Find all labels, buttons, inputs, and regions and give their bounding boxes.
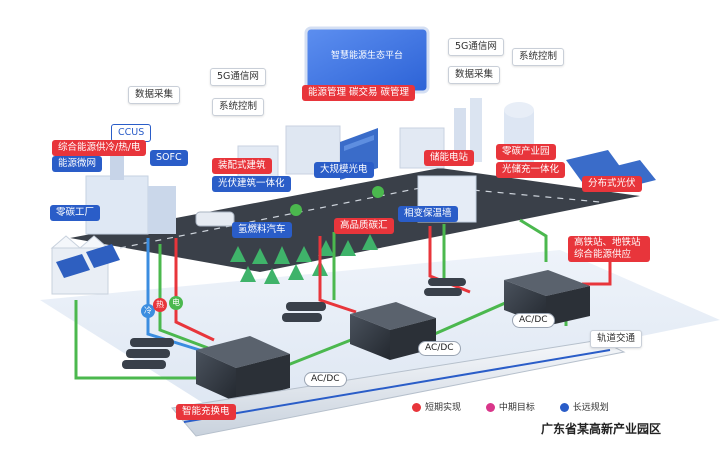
- phase-change-label: 相变保温墙: [398, 206, 458, 222]
- tree-grove: [230, 234, 378, 284]
- system-control-left-label: 系统控制: [212, 98, 265, 116]
- region-title: 广东省某高新产业园区: [541, 422, 662, 436]
- platform-functions-label: 能源管理 碳交易 碳管理: [302, 85, 416, 101]
- zero-carbon-industry-label: 零碳产业园: [496, 144, 556, 160]
- prefab-building-label: 装配式建筑: [212, 158, 272, 174]
- legend-item-mid-term: 中期目标: [485, 403, 538, 413]
- legend-item-long-term: 长远规划: [559, 403, 609, 413]
- network-5g-right-label: 5G通信网: [448, 38, 504, 56]
- large-pv-label: 大规模光电: [314, 162, 374, 178]
- smart-charging-label: 智能充换电: [176, 404, 236, 420]
- distributed-pv-label: 分布式光伏: [582, 176, 642, 192]
- data-collect-left-label: 数据采集: [128, 86, 181, 104]
- pv-storage-charging-label: 光储充一体化: [496, 162, 566, 178]
- storage-station-label: 储能电站: [424, 150, 475, 166]
- acdc-label-2: AC/DC: [418, 341, 461, 356]
- zero-carbon-factory-label: 零碳工厂: [50, 205, 101, 221]
- energy-microgrid-label: 能源微网: [52, 156, 103, 172]
- legend: 短期实现 中期目标 长远规划: [412, 400, 631, 413]
- acdc-label-3: AC/DC: [512, 313, 555, 328]
- carbon-sink-label: 高品质碳汇: [334, 218, 394, 234]
- pv-building-label: 光伏建筑一体化: [212, 176, 291, 192]
- heat-flow-chip: 热: [153, 298, 167, 312]
- legend-dot-icon: [412, 403, 421, 412]
- rail-station-label: 高铁站、地铁站综合能源供应: [568, 236, 650, 262]
- network-5g-left-label: 5G通信网: [210, 68, 266, 86]
- solar-panels-left: [56, 244, 120, 278]
- platform-title: 智慧能源生态平台: [330, 51, 403, 61]
- train: [171, 339, 626, 437]
- electric-flow-chip: 电: [169, 296, 183, 310]
- cold-flow-chip: 冷: [141, 304, 155, 318]
- hydrogen-car-label: 氢燃料汽车: [232, 222, 292, 238]
- rail-transit-label: 轨道交通: [590, 330, 643, 348]
- acdc-label-1: AC/DC: [304, 372, 347, 387]
- legend-dot-icon: [485, 403, 495, 412]
- legend-label-mid-term: 中期目标: [498, 403, 535, 413]
- power-node-left: [290, 204, 302, 216]
- legend-label-short-term: 短期实现: [425, 403, 462, 413]
- energy-hubs: [196, 270, 590, 402]
- gas-tanks: [122, 278, 466, 369]
- hydrogen-vehicle: [195, 211, 235, 227]
- legend-label-long-term: 长远规划: [572, 403, 609, 413]
- legend-dot-icon: [559, 403, 569, 412]
- sofc-label: SOFC: [150, 150, 188, 166]
- legend-item-short-term: 短期实现: [412, 403, 464, 413]
- integrated-supply-label: 综合能源供冷/热/电: [52, 140, 147, 156]
- system-control-right-label: 系统控制: [512, 48, 565, 66]
- power-node-right: [372, 186, 384, 198]
- data-collect-right-label: 数据采集: [448, 66, 501, 84]
